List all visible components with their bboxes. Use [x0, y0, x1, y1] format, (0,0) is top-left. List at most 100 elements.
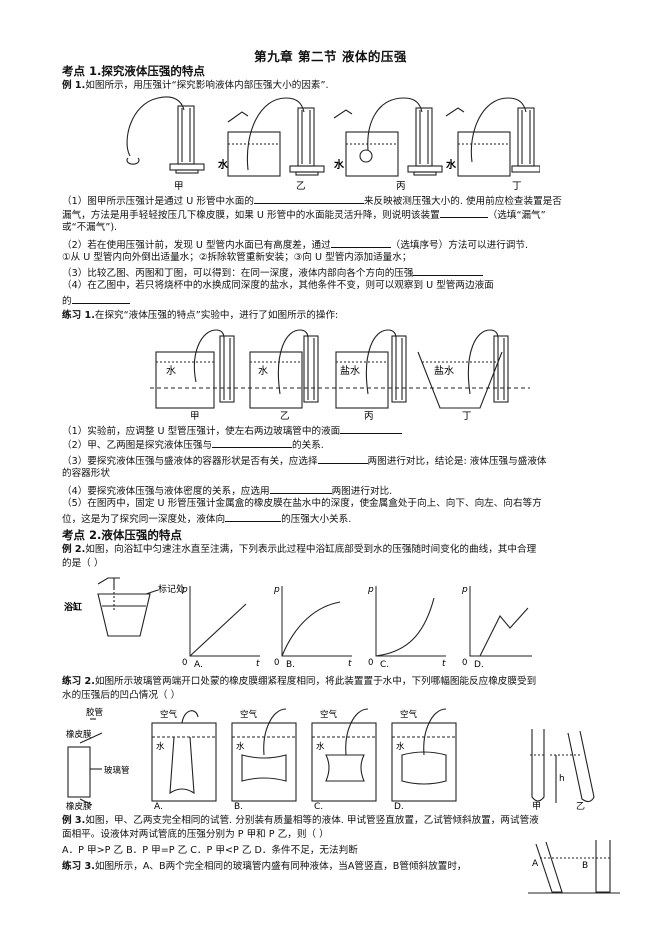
fig2-label-yi: 乙	[280, 411, 290, 420]
fig1-water-label-yi: 水	[217, 158, 229, 171]
label-membrane-top: 橡皮膜	[66, 729, 92, 740]
graph-curve	[189, 603, 247, 657]
example-3-line-1: 例 3.如图，甲、乙两支完全相同的试管. 分别装有质量相等的液体. 甲试管竖直放…	[62, 815, 539, 826]
option-c-beaker	[311, 708, 377, 802]
section-2-heading: 考点 2.液体压强的特点	[62, 528, 182, 542]
practice-2-label: 练习 2.	[62, 676, 95, 687]
graph-curve	[470, 607, 529, 657]
q1-line-2: 漏气，方法是用手轻轻按压几下橡皮膜，如果 U 形管中的水面能灵活升降，则说明该装…	[62, 207, 622, 222]
tub-label: 浴缸	[64, 601, 82, 613]
q2-line-2: ①从 U 型管内向外倒出适量水；②拆除软管重新安装；③向 U 型管内添加适量水；	[62, 252, 412, 263]
example-2-line-2: 的是（ ）	[62, 558, 104, 569]
practice-2-line-1: 练习 2.如图所示玻璃管两端开口处蒙的橡皮膜绷紧程度相同，将此装置置于水中，下列…	[62, 676, 537, 687]
graph-option-label: B.	[286, 660, 295, 668]
p5-line-2: 位，这是为了探究同一深度处，液体向的压强大小关系.	[62, 511, 622, 526]
page-title: 第九章 第二节 液体的压强	[254, 49, 407, 64]
p3-blank[interactable]	[317, 453, 368, 464]
option-d-beaker	[391, 708, 457, 802]
q1-line-1: （1）图甲所示压强计是通过 U 形管中水面的来反映被测压强大小的. 使用前应检查…	[62, 193, 622, 208]
graph-option-label: A.	[194, 660, 203, 668]
p4-blank[interactable]	[269, 483, 332, 494]
bathtub-illustration	[97, 577, 159, 637]
graph-axes	[469, 586, 532, 657]
graph-axes	[375, 586, 446, 657]
q4-line-2: 的	[62, 293, 622, 308]
water-label-a: 水	[156, 741, 165, 752]
water-label-c: 水	[316, 741, 325, 752]
p3-line-2: 的容器形状	[62, 468, 110, 479]
origin-label: 0	[274, 658, 279, 668]
p2-line: （2）甲、乙两图是探究液体压强与的关系.	[62, 437, 622, 452]
fig2-liquid-ding: 盐水	[434, 364, 454, 377]
gauge-bing	[333, 97, 443, 177]
fig1-label-jia: 甲	[174, 181, 184, 192]
graph-curve	[375, 597, 435, 657]
practice-1-intro: 练习 1.在探究“液体压强的特点”实验中，进行了如图所示的操作:	[62, 310, 339, 321]
gauge-jia	[126, 96, 205, 174]
axis-t-label: t	[442, 659, 446, 668]
q4-blank[interactable]	[71, 293, 130, 304]
test-tubes-jia-yi	[530, 729, 595, 803]
label-rubber-hose: 胶管	[86, 707, 103, 718]
p1-line: （1）实验前，应调整 U 型管压强计，使左右两边玻璃管中的液面	[62, 423, 622, 438]
water-label-b: 水	[236, 741, 245, 752]
tube-diagram	[67, 746, 91, 798]
q1-line-3: 或“不漏气”).	[62, 222, 118, 233]
p5-blank[interactable]	[225, 511, 282, 522]
tube-b-label: B	[582, 861, 588, 871]
fig1-label-yi: 乙	[296, 181, 306, 192]
axis-t-label: t	[256, 659, 260, 668]
fig2-liquid-yi: 水	[258, 365, 268, 377]
h-label: h	[559, 774, 565, 784]
figure-1-pressure-gauges: 水 水 水 甲 乙 丙 丁	[126, 96, 540, 192]
graph-d: pt0D.	[461, 585, 532, 668]
q2-blank[interactable]	[330, 237, 391, 248]
graph-axes	[281, 586, 352, 657]
q4-line-1: （4）在乙图中，若只将烧杯中的水换成同深度的盐水，其他条件不变，则可以观察到 U…	[62, 280, 494, 291]
q3-blank[interactable]	[413, 265, 484, 276]
air-label-a: 空气	[160, 709, 178, 720]
origin-label: 0	[462, 658, 467, 668]
option-c-label: C.	[314, 802, 323, 811]
p4-line: （4）要探究液体压强与液体密度的关系，应选用两图进行对比.	[62, 483, 622, 498]
fig2-label-jia: 甲	[190, 411, 200, 420]
graph-curve	[281, 601, 341, 657]
tube-yi-label: 乙	[576, 801, 585, 811]
axis-p-label: p	[461, 585, 468, 595]
label-glass-tube: 玻璃管	[104, 765, 130, 776]
option-a-label: A.	[154, 802, 163, 811]
water-label-d: 水	[396, 741, 405, 752]
fig1-water-label-ding: 水	[445, 158, 457, 171]
figure-2-practice-setups: 水 水 盐水 盐水 甲 乙 丙 丁	[150, 329, 530, 420]
option-d-label: D.	[394, 802, 404, 811]
q2-line-1: （2）若在使用压强计前，发现 U 型管内水面已有高度差，通过（选填序号）方法可以…	[62, 237, 622, 252]
fig1-label-bing: 丙	[396, 181, 406, 192]
practice-2-line-2: 水的压强后的凹凸情况（ ）	[62, 690, 181, 701]
q1-blank-2[interactable]	[439, 207, 488, 218]
p1-blank[interactable]	[340, 423, 403, 434]
example-1-label: 例 1.	[62, 80, 86, 91]
air-label-d: 空气	[400, 709, 418, 720]
axis-t-label: t	[348, 659, 352, 668]
figure-4-membrane-tubes: 胶管 橡皮膜 玻璃管 橡皮膜 空气 空气 空气 空气 水 水 水 水 A. B.…	[66, 707, 595, 811]
origin-label: 0	[368, 658, 373, 668]
example-1-text: 如图所示，用压强计“探究影响液体内部压强大小的因素”.	[85, 80, 329, 91]
option-b-label: B.	[234, 802, 243, 811]
fig2-label-ding: 丁	[462, 411, 472, 420]
gauge-ding	[445, 97, 540, 177]
example-3-line-2: 面相平。设液体对两试管底的压强分别为 P 甲和 P 乙，则（ ）	[62, 829, 329, 840]
fig2-label-bing: 丙	[364, 411, 374, 420]
p2-blank[interactable]	[212, 437, 293, 448]
fig2-liquid-bing: 盐水	[340, 364, 360, 377]
q1-blank-1[interactable]	[253, 193, 364, 204]
air-label-c: 空气	[320, 709, 338, 720]
graph-option-label: C.	[380, 660, 389, 668]
q3-line: （3）比较乙图、丙图和丁图，可以得到：在同一深度，液体内部向各个方向的压强	[62, 265, 622, 280]
option-a-beaker	[151, 710, 217, 802]
air-label-b: 空气	[240, 709, 258, 720]
